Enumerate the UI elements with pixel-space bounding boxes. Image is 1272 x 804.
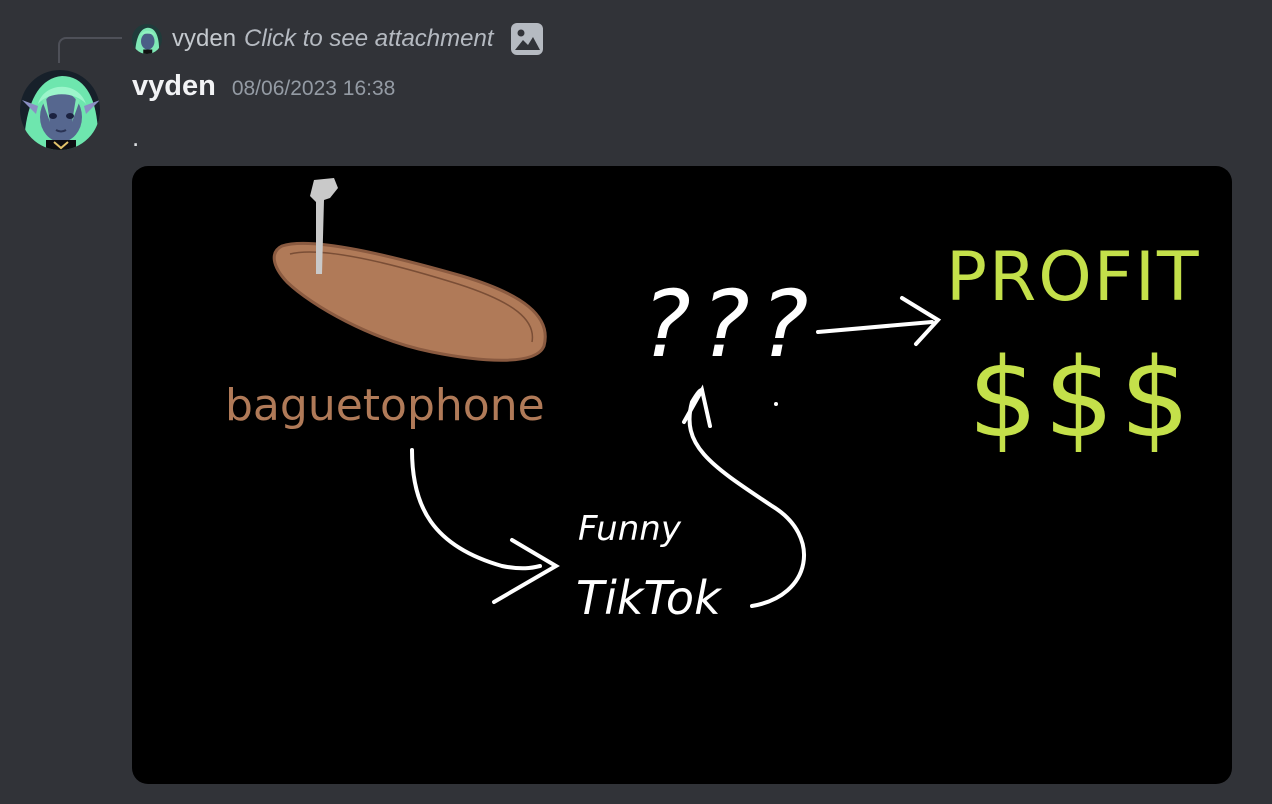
questions-label: ???: [642, 271, 819, 378]
reply-author[interactable]: vyden: [172, 25, 237, 52]
reply-spine: [58, 37, 122, 63]
funny-label: Funny: [578, 509, 682, 549]
arrow-to-tiktok: [410, 448, 560, 604]
reply-avatar[interactable]: [132, 24, 162, 54]
message-header: vyden 08/06/2023 16:38: [132, 70, 395, 110]
image-attachment[interactable]: baguetophone Funny TikTok ???: [132, 166, 1232, 784]
arrow-to-questions: [682, 384, 807, 608]
avatar[interactable]: [20, 70, 100, 150]
timestamp[interactable]: 08/06/2023 16:38: [231, 77, 396, 100]
tiktok-label: TikTok: [576, 571, 723, 625]
money-label: $$$: [968, 334, 1196, 462]
image-icon: [510, 23, 543, 55]
arrow-to-profit: [816, 296, 942, 346]
message-content: .: [132, 122, 140, 152]
profit-label: PROFIT: [946, 238, 1200, 317]
author-name[interactable]: vyden: [132, 70, 216, 102]
reply-content[interactable]: Click to see attachment: [244, 25, 494, 52]
baguette-label: baguetophone: [225, 380, 545, 431]
reply-preview[interactable]: vyden Click to see attachment: [132, 22, 544, 56]
baguette-drawing: [272, 178, 547, 362]
